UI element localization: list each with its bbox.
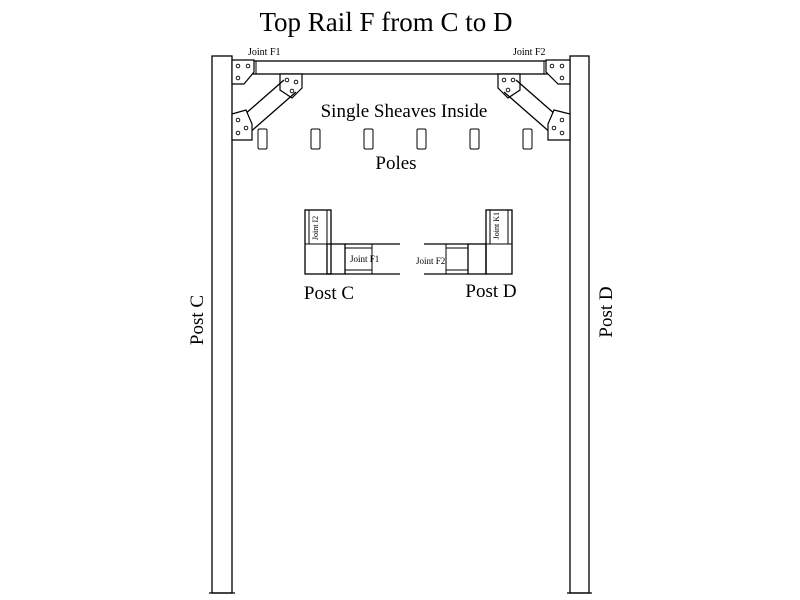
left-brace — [231, 59, 303, 141]
joint-f2-detail-label: Joint F2 — [416, 256, 445, 266]
joint-i2-label: Joint I2 — [311, 216, 320, 240]
single-sheaves-label: Single Sheaves Inside — [321, 101, 488, 122]
post-d — [567, 55, 592, 594]
joint-f2-label: Joint F2 — [513, 47, 546, 58]
detail-post-c — [304, 209, 400, 275]
detail-post-d — [424, 209, 513, 275]
post-c-detail-label: Post C — [304, 283, 354, 304]
joint-k1-label: Joint K1 — [492, 212, 501, 239]
pole — [469, 128, 480, 150]
poles-row — [257, 128, 533, 150]
top-rail — [239, 60, 561, 75]
pole — [257, 128, 268, 150]
pole — [522, 128, 533, 150]
right-brace — [497, 59, 571, 141]
post-c — [209, 55, 235, 594]
post-d-side-label: Post D — [596, 286, 617, 337]
post-c-side-label: Post C — [187, 295, 208, 345]
post-d-detail-label: Post D — [465, 281, 516, 302]
joint-f1-detail-label: Joint F1 — [350, 254, 379, 264]
poles-label: Poles — [375, 153, 416, 174]
pole — [310, 128, 321, 150]
diagram-title: Top Rail F from C to D — [259, 7, 512, 37]
pole — [363, 128, 374, 150]
pole — [416, 128, 427, 150]
joint-f1-label: Joint F1 — [248, 47, 281, 58]
